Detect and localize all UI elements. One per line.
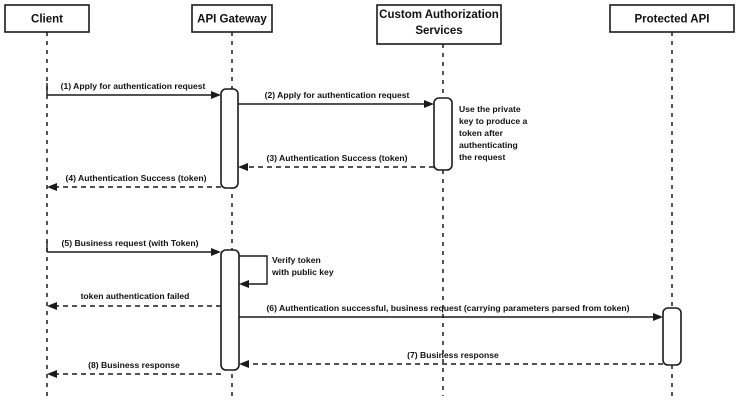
participant-label-protected-api: Protected API (635, 14, 710, 26)
participant-box-api-gateway[interactable] (191, 4, 273, 33)
message-6-label: (6) Authentication successful, business … (266, 303, 629, 313)
message-self-verify-token-label-line2: with public key (271, 267, 334, 277)
note-private-key-line-1: Use the private (459, 104, 521, 114)
message-8[interactable]: (8) Business response (47, 360, 221, 378)
message-1[interactable]: (1) Apply for authentication request (46, 81, 221, 99)
message-4-label: (4) Authentication Success (token) (65, 173, 206, 183)
message-5[interactable]: (5) Business request (with Token) (46, 238, 221, 256)
message-3[interactable]: (3) Authentication Success (token) (238, 153, 434, 171)
participant-label-client: Client (31, 14, 63, 26)
activation-api-gateway-2[interactable] (220, 249, 240, 371)
participant-custom-authorization-services[interactable]: Custom Authorization Services (376, 4, 502, 45)
message-self-verify-token-line (239, 255, 268, 285)
participant-box-client[interactable] (4, 4, 90, 33)
message-6-arrowhead (653, 313, 663, 321)
activation-api-gateway-1[interactable] (220, 88, 239, 189)
activations-group (220, 88, 682, 371)
message-1-arrowhead (211, 91, 221, 99)
participant-client[interactable]: Client (4, 4, 90, 33)
message-token-authentication-failed-arrowhead (47, 302, 57, 310)
note-private-key-line-2: key to produce a (459, 116, 528, 126)
participant-label-api-gateway: API Gateway (197, 14, 267, 26)
message-7[interactable]: (7) Business response (239, 350, 663, 368)
message-7-label: (7) Business response (407, 350, 499, 360)
message-8-label: (8) Business response (88, 360, 180, 370)
message-self-verify-token-arrowhead (239, 280, 249, 288)
participant-box-custom-authorization-services[interactable] (376, 4, 502, 45)
activation-protected-api-1[interactable] (662, 307, 682, 366)
message-3-arrowhead (238, 163, 248, 171)
participant-label-custom-authorization-services-line1: Custom Authorization (379, 9, 499, 21)
note-private-key: Use the private key to produce a token a… (459, 104, 528, 162)
message-5-label: (5) Business request (with Token) (62, 238, 199, 248)
participant-protected-api[interactable]: Protected API (609, 4, 735, 33)
message-1-label: (1) Apply for authentication request (61, 81, 206, 91)
message-8-arrowhead (47, 370, 57, 378)
message-token-authentication-failed-label: token authentication failed (81, 291, 190, 301)
note-private-key-line-5: the request (459, 152, 505, 162)
message-7-arrowhead (239, 360, 249, 368)
message-6[interactable]: (6) Authentication successful, business … (239, 303, 663, 321)
message-4-arrowhead (47, 183, 57, 191)
note-private-key-line-4: authenticating (459, 140, 518, 150)
participant-box-protected-api[interactable] (609, 4, 735, 33)
message-self-verify-token[interactable]: Verify token with public key (239, 255, 334, 288)
message-2-label: (2) Apply for authentication request (265, 90, 410, 100)
message-4[interactable]: (4) Authentication Success (token) (47, 173, 221, 191)
message-2[interactable]: (2) Apply for authentication request (238, 90, 434, 108)
message-2-arrowhead (424, 100, 434, 108)
participant-api-gateway[interactable]: API Gateway (191, 4, 273, 33)
participant-label-custom-authorization-services-line2: Services (415, 25, 462, 37)
message-3-label: (3) Authentication Success (token) (266, 153, 407, 163)
message-self-verify-token-label-line1: Verify token (272, 255, 321, 265)
activation-custom-auth-1[interactable] (433, 97, 453, 171)
note-private-key-line-3: token after (459, 128, 504, 138)
message-5-arrowhead (211, 248, 221, 256)
message-token-authentication-failed[interactable]: token authentication failed (47, 291, 221, 310)
lifelines-group (46, 32, 673, 396)
